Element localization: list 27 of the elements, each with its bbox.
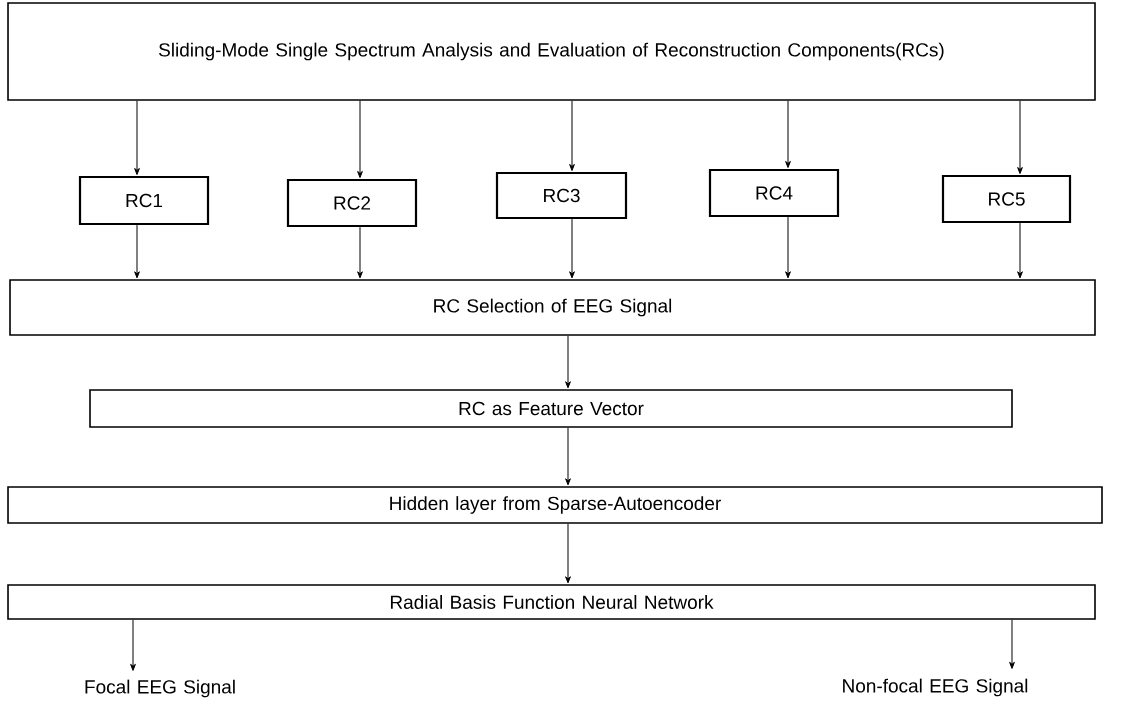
process-box: Radial Basis Function Neural Network [7, 584, 1096, 620]
arrow [357, 100, 363, 178]
arrow [1009, 619, 1015, 669]
arrow [565, 523, 571, 584]
arrow [569, 100, 575, 171]
component-box: RC4 [708, 168, 840, 218]
output-label: Non-focal EEG Signal [843, 678, 1028, 697]
arrow [565, 427, 571, 486]
arrow [134, 224, 140, 279]
process-box: Hidden layer from Sparse-Autoencoder [7, 486, 1103, 524]
component-box: RC5 [941, 174, 1072, 224]
arrow [569, 218, 575, 279]
process-box: Sliding-Mode Single Spectrum Analysis and Evaluation of Reconstruction Components(RCs) [7, 2, 1096, 101]
arrow [357, 226, 363, 279]
component-box: RC1 [78, 175, 210, 226]
process-box: RC Selection of EEG Signal [9, 279, 1096, 336]
arrow [785, 100, 791, 168]
arrow [565, 335, 571, 389]
component-box: RC3 [495, 171, 628, 220]
component-box: RC2 [286, 178, 418, 228]
arrow [785, 216, 791, 279]
process-box: RC as Feature Vector [89, 389, 1013, 428]
arrow [1017, 222, 1023, 279]
arrow [134, 100, 140, 175]
output-label: Focal EEG Signal [85, 679, 235, 698]
arrow [130, 619, 136, 671]
arrow [1017, 100, 1023, 174]
